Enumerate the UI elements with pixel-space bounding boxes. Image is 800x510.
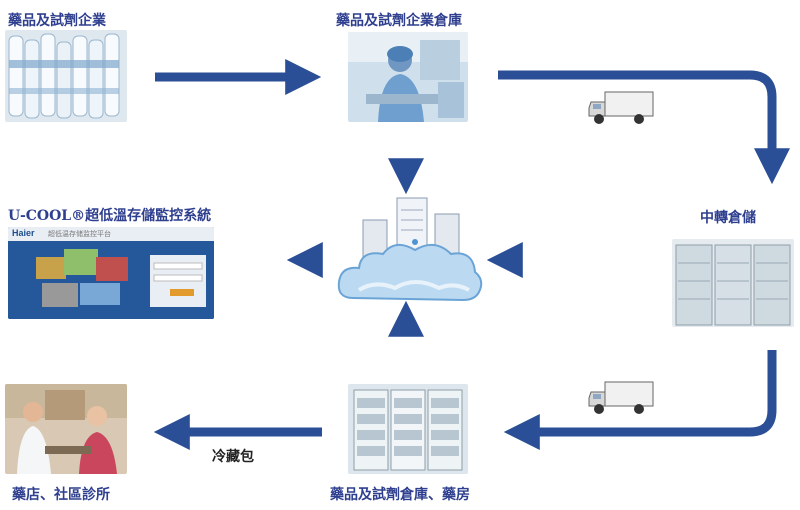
screen-header-text: 超低温存储监控平台 bbox=[48, 231, 111, 238]
label-enterprise-warehouse: 藥品及試劑企業倉庫 bbox=[336, 13, 462, 29]
label-monitoring-system: U-COOL®超低溫存儲監控系統 bbox=[8, 208, 212, 224]
label-pharmacy-clinic: 藥店、社區診所 bbox=[12, 487, 110, 503]
label-cold-pack: 冷藏包 bbox=[212, 449, 254, 465]
vials-image bbox=[5, 30, 127, 122]
screen-header bbox=[8, 227, 214, 241]
server-cloud-icon bbox=[335, 190, 485, 310]
lab-worker-image bbox=[348, 32, 468, 122]
screen-brand: Haier bbox=[12, 228, 35, 238]
label-warehouse-pharmacy: 藥品及試劑倉庫、藥房 bbox=[330, 487, 470, 503]
truck-icon bbox=[587, 88, 655, 128]
arrow-transfer-to-pharmacy-warehouse bbox=[503, 350, 777, 450]
pharmacy-warehouse-image bbox=[348, 384, 468, 474]
label-pharma-enterprise: 藥品及試劑企業 bbox=[8, 13, 106, 29]
truck-icon bbox=[587, 378, 655, 418]
transfer-cabinets-image bbox=[672, 239, 794, 327]
monitoring-screen: Haier 超低温存储监控平台 bbox=[8, 227, 214, 319]
label-transfer-storage: 中轉倉儲 bbox=[700, 210, 756, 226]
clinic-image bbox=[5, 384, 127, 474]
arrow-warehouse-to-transfer bbox=[498, 70, 790, 185]
